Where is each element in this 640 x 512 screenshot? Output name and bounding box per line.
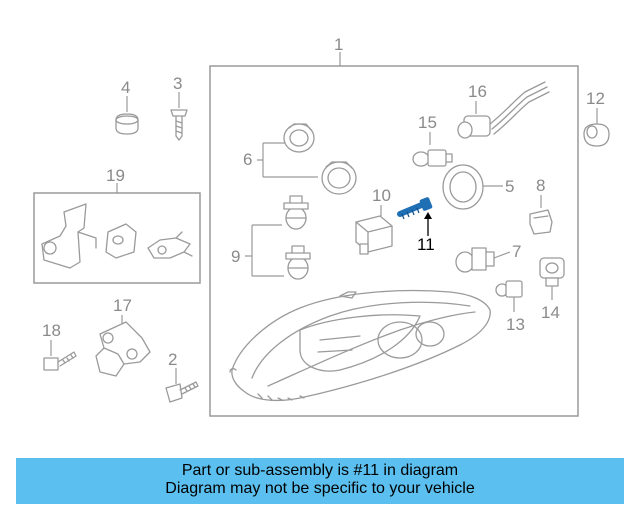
socket-part-14[interactable] (539, 257, 565, 300)
bracket-part-17[interactable] (95, 315, 151, 377)
callout-14[interactable]: 14 (541, 303, 560, 322)
callout-18[interactable]: 18 (42, 321, 61, 340)
bulb-part-15[interactable] (412, 132, 453, 167)
screw-part-3[interactable] (170, 92, 188, 141)
info-banner: Part or sub-assembly is #11 in diagram D… (16, 458, 624, 504)
callout-1[interactable]: 1 (334, 35, 343, 54)
screw-part-2[interactable] (165, 368, 199, 403)
callout-9[interactable]: 9 (231, 247, 240, 266)
banner-line-1: Part or sub-assembly is #11 in diagram (181, 462, 459, 479)
cover-ring-part-5[interactable] (442, 164, 503, 210)
clip-part-8[interactable] (529, 195, 553, 235)
grommet-part-4[interactable] (115, 96, 139, 135)
callout-3[interactable]: 3 (173, 74, 182, 93)
callout-16[interactable]: 16 (468, 82, 487, 101)
callout-11[interactable]: 11 (417, 235, 435, 254)
headlamp-assembly-frame (209, 65, 579, 417)
callout-19[interactable]: 19 (106, 166, 125, 185)
bulb-part-13[interactable] (495, 280, 523, 312)
cover-ring-part-6[interactable] (257, 123, 357, 195)
callout-8[interactable]: 8 (536, 176, 545, 195)
cap-part-12[interactable] (583, 108, 610, 147)
callout-12[interactable]: 12 (586, 89, 605, 108)
headlamp-housing[interactable] (229, 289, 491, 402)
bulb-part-9[interactable] (245, 195, 311, 280)
callout-15[interactable]: 15 (418, 113, 437, 132)
adjuster-motor-part-10[interactable] (355, 205, 393, 255)
banner-line-2: Diagram may not be specific to your vehi… (165, 480, 475, 497)
bulb-part-7[interactable] (455, 247, 511, 273)
callout-2[interactable]: 2 (168, 350, 177, 369)
socket-harness-part-16[interactable] (457, 81, 550, 139)
callout-13[interactable]: 13 (506, 315, 525, 334)
bracket-part-19[interactable] (41, 203, 193, 269)
screw-part-18[interactable] (43, 340, 77, 371)
parts-diagram: 1 19 4 3 6 9 10 (33, 35, 610, 417)
callout-10[interactable]: 10 (372, 186, 391, 205)
screw-part-11[interactable] (397, 197, 433, 236)
callout-5[interactable]: 5 (505, 177, 514, 196)
callout-4[interactable]: 4 (121, 78, 130, 97)
callout-7[interactable]: 7 (512, 242, 521, 261)
callout-17[interactable]: 17 (113, 296, 132, 315)
callout-6[interactable]: 6 (243, 150, 252, 169)
